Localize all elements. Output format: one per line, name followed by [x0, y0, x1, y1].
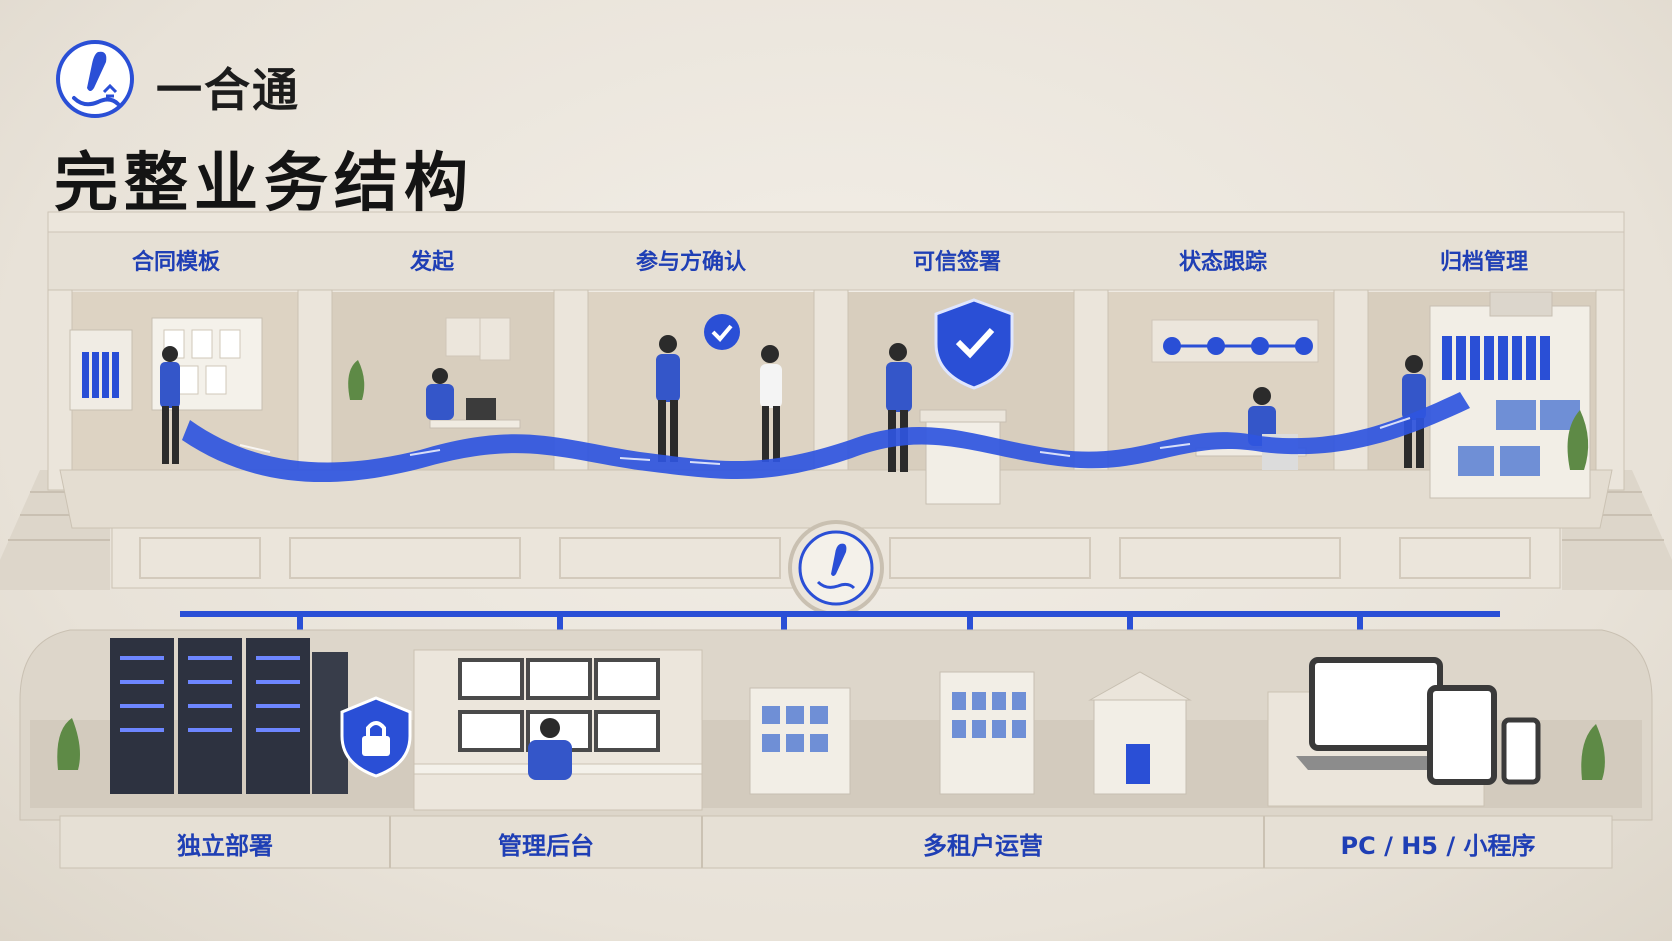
brand-name: 一合通: [156, 63, 300, 117]
stage-label-tracking: 状态跟踪: [1178, 250, 1267, 275]
check-badge-icon: [704, 314, 740, 350]
room-confirm: [656, 314, 782, 462]
foundation-label-tenancy: 多租户运营: [923, 831, 1043, 860]
progress-steps-icon: [1163, 337, 1313, 355]
center-logo-medallion: [788, 520, 884, 616]
foundation-label-deployment: 独立部署: [177, 831, 273, 860]
admin-console: [413, 649, 703, 811]
document-flow-ribbon: [182, 392, 1470, 483]
shield-check-icon: [934, 298, 1014, 390]
stage-label-signing: 可信签署: [912, 250, 1001, 275]
room-initiate: [348, 317, 521, 429]
client-devices: [1267, 657, 1605, 807]
page-title: 完整业务结构: [54, 147, 474, 221]
stage-label-archive: 归档管理: [1439, 250, 1528, 275]
brand-logo-icon: [54, 38, 136, 120]
foundation-label-admin: 管理后台: [498, 831, 594, 860]
room-archive: [1402, 291, 1591, 499]
foundation-label-platforms: PC / H5 / 小程序: [1340, 831, 1536, 860]
room-templates: [69, 317, 263, 464]
server-racks: [57, 638, 412, 794]
stage-label-initiate: 发起: [409, 250, 454, 275]
stage-label-confirm: 参与方确认: [635, 250, 746, 275]
stage-label-template: 合同模板: [131, 250, 220, 275]
tenant-buildings: [749, 671, 1192, 795]
